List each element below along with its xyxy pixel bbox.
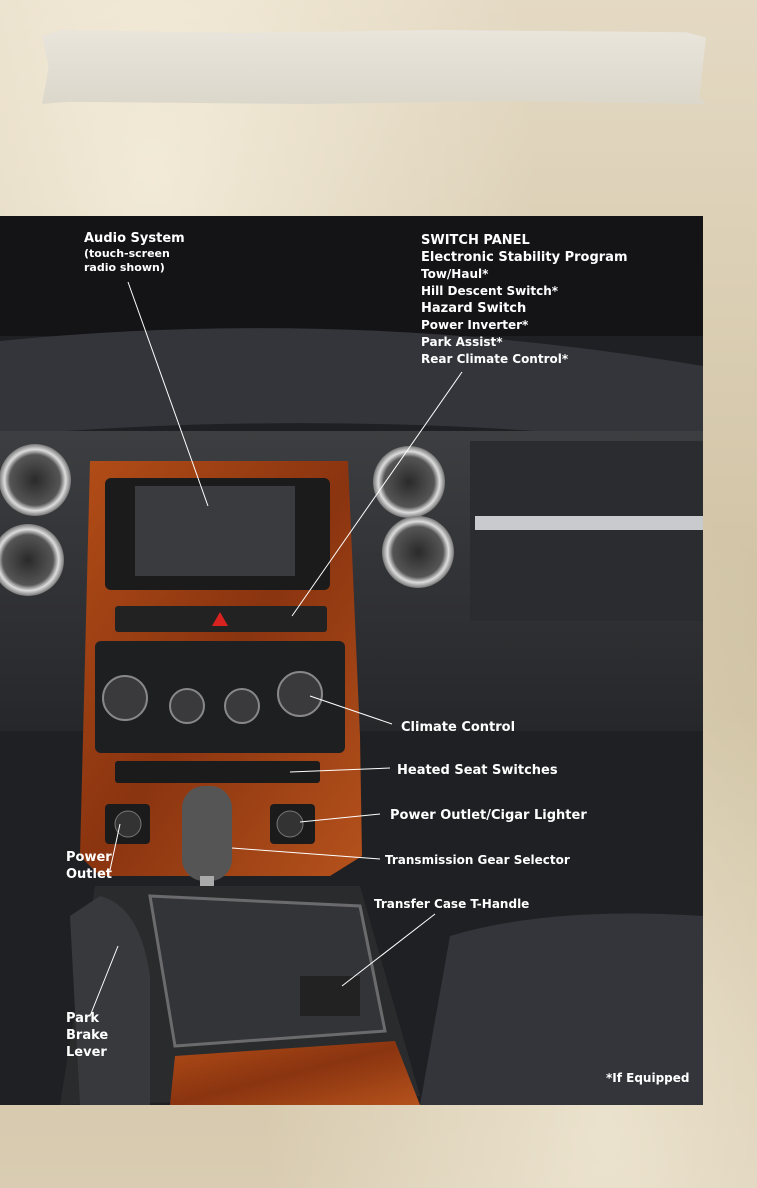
park-brake-line1: Park [66, 1011, 100, 1026]
dashboard-illustration [0, 216, 703, 1105]
park-brake-line3: Lever [66, 1045, 107, 1060]
audio-system-callout: Audio System (touch-screen radio shown) [84, 230, 185, 275]
switch-item-rear-climate: Rear Climate Control* [421, 352, 569, 366]
right-vent-lower [382, 516, 454, 588]
switch-item-hazard: Hazard Switch [421, 301, 527, 316]
climate-control-callout: Climate Control [401, 720, 516, 735]
chrome-trim [475, 516, 703, 530]
dashboard-photo: Audio System (touch-screen radio shown) … [0, 216, 703, 1105]
switch-panel-heading: SWITCH PANEL [421, 233, 530, 248]
heated-seats-callout: Heated Seat Switches [397, 763, 558, 778]
shift-knob [182, 786, 232, 881]
left-vent-upper [0, 444, 71, 516]
audio-system-sub1: (touch-screen [84, 247, 170, 260]
power-outlet-cigar-callout: Power Outlet/Cigar Lighter [390, 808, 587, 823]
radio-screen [135, 486, 295, 576]
park-brake-callout: Park Brake Lever [66, 1010, 108, 1061]
seat-switch-strip [115, 761, 320, 783]
park-brake [70, 896, 150, 1105]
footnote: *If Equipped [606, 1071, 690, 1085]
leader-lines [89, 281, 463, 1017]
switch-item-power-inverter: Power Inverter* [421, 318, 529, 332]
left-vent-lower [0, 524, 64, 596]
passenger-seat [420, 913, 703, 1105]
switch-item-esp: Electronic Stability Program [421, 250, 628, 265]
park-brake-line2: Brake [66, 1028, 109, 1043]
switch-item-hill-descent: Hill Descent Switch* [421, 284, 559, 298]
power-outlet-line2: Outlet [66, 867, 113, 882]
transfer-case-callout: Transfer Case T-Handle [374, 897, 530, 911]
transmission-callout: Transmission Gear Selector [385, 853, 570, 867]
audio-system-sub2: radio shown) [84, 261, 165, 274]
switch-item-tow-haul: Tow/Haul* [421, 267, 489, 281]
title-tape-strip [42, 30, 706, 104]
power-outlet-callout: Power Outlet [66, 849, 112, 883]
switch-panel-callout: SWITCH PANEL Electronic Stability Progra… [421, 232, 628, 368]
power-outlet-line1: Power [66, 850, 112, 865]
climate-panel [95, 641, 345, 753]
audio-system-title: Audio System [84, 231, 185, 246]
right-vent-upper [373, 446, 445, 518]
switch-item-park-assist: Park Assist* [421, 335, 503, 349]
hazard-button [212, 612, 228, 626]
